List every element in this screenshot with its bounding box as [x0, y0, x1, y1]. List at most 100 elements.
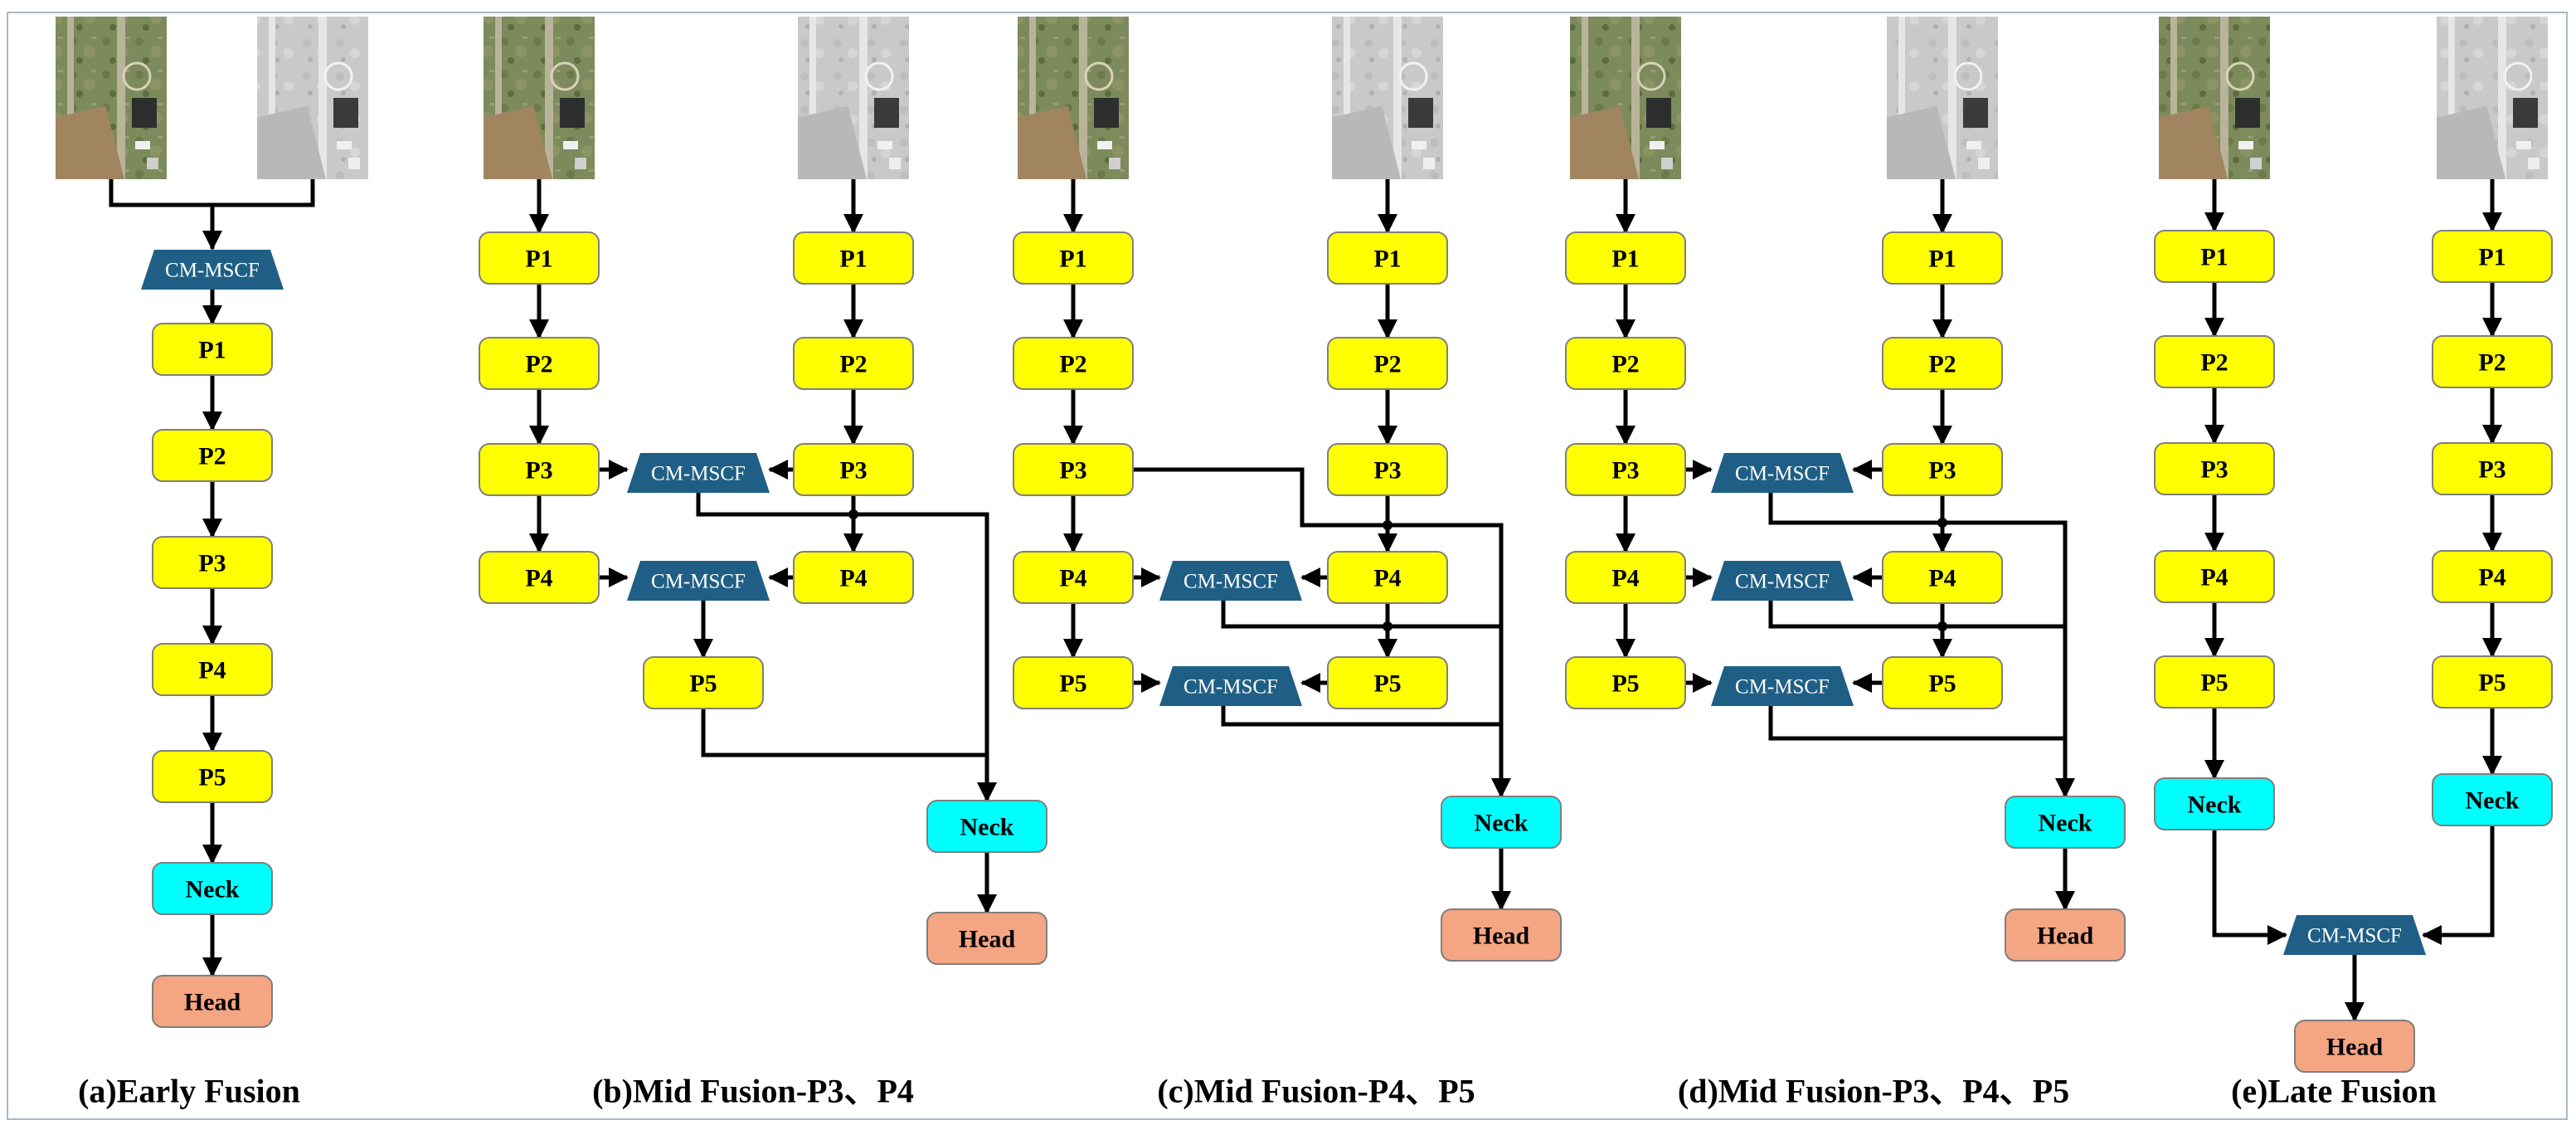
caption-d: (d)Mid Fusion-P3、P4、P5 — [1678, 1073, 2069, 1110]
a-p5-block — [152, 750, 273, 803]
b-p5-block — [643, 656, 764, 709]
d-rgb-p1-block — [1565, 231, 1686, 285]
d-rgb-p3-block-label: P3 — [1611, 457, 1639, 485]
e-ir-p2-block — [2432, 335, 2553, 388]
c-ir-p3-block — [1327, 443, 1448, 496]
b-fusion-p3-label: CM-MSCF — [651, 463, 746, 485]
e-fusion-module-label: CM-MSCF — [2307, 925, 2402, 947]
e-ir-image — [2437, 17, 2548, 179]
c-ir-p4-block-label: P4 — [1373, 565, 1401, 592]
e-ir-p4-block-label: P4 — [2478, 564, 2506, 592]
e-rgb-p1-block-label: P1 — [2200, 244, 2228, 271]
c-fusion-p5-label: CM-MSCF — [1184, 676, 1278, 699]
d-neck-block-label: Neck — [2039, 810, 2092, 837]
e-ir-p3-block-label: P3 — [2478, 456, 2506, 484]
d-fusion-p5-label: CM-MSCF — [1735, 676, 1830, 699]
b-rgb-image — [484, 17, 595, 179]
d-ir-image — [1887, 17, 1998, 179]
c-fuse-p5-to-neck — [1221, 706, 1501, 727]
line-junction — [1937, 621, 1947, 631]
c-ir-p3-block-label: P3 — [1373, 457, 1401, 485]
a-p4-block — [152, 643, 273, 696]
e-ir-neck-block-label: Neck — [2466, 787, 2520, 815]
a-p4-block-label: P4 — [198, 657, 226, 684]
e-rgb-neck-block — [2154, 777, 2275, 830]
d-ir-p3-block — [1882, 443, 2003, 496]
d-fuse-p5-to-neck — [1768, 706, 2065, 741]
c-neck-block — [1441, 796, 1562, 849]
b-head-block-label: Head — [959, 926, 1016, 953]
c-rgb-p1-block — [1013, 231, 1134, 285]
d-fusion-p5 — [1711, 666, 1854, 706]
e-ir-p4-block — [2432, 550, 2553, 603]
d-ir-p2-block-label: P2 — [1928, 351, 1956, 378]
b-p5-block-label: P5 — [689, 670, 717, 698]
caption-b: (b)Mid Fusion-P3、P4 — [592, 1073, 914, 1110]
a-p1-block-label: P1 — [198, 337, 226, 364]
d-rgb-p2-block — [1565, 337, 1686, 390]
d-fusion-p3 — [1711, 453, 1854, 493]
e-rgb-p5-block-label: P5 — [2200, 670, 2228, 697]
d-rgb-p4-block — [1565, 551, 1686, 604]
a-ir-image — [257, 17, 368, 179]
e-head-block-label: Head — [2326, 1034, 2384, 1061]
c-ir-p4-block — [1327, 551, 1448, 604]
a-head-block-label: Head — [184, 989, 241, 1016]
caption-a: (a)Early Fusion — [78, 1073, 300, 1110]
b-fusion-p4-label: CM-MSCF — [651, 571, 746, 593]
b-head-block — [926, 912, 1047, 965]
e-ir-p5-block — [2432, 655, 2553, 709]
d-rgb-p3-block — [1565, 443, 1686, 496]
c-rgb-p5-block-label: P5 — [1059, 670, 1086, 698]
d-fuse-p4-to-neck — [1768, 601, 2065, 629]
d-rgb-p5-block-label: P5 — [1611, 670, 1639, 698]
a-p2-block — [152, 429, 273, 482]
c-rgb-p2-block — [1013, 337, 1134, 390]
d-ir-p4-block-label: P4 — [1928, 565, 1956, 592]
c-ir-p1-block — [1327, 231, 1448, 285]
c-fusion-p5 — [1159, 666, 1302, 706]
a-p3-block-label: P3 — [198, 550, 226, 577]
e-rgb-neck-block-label: Neck — [2188, 791, 2242, 819]
d-neck-block — [2005, 796, 2126, 849]
b-ir-p2-block — [793, 337, 914, 390]
b-ir-p1-block — [793, 231, 914, 285]
a-neck-block-label: Neck — [186, 876, 240, 903]
d-rgb-p4-block-label: P4 — [1611, 565, 1639, 592]
d-ir-p4-block — [1882, 551, 2003, 604]
a-p2-block-label: P2 — [198, 443, 226, 470]
d-rgb-p5-block — [1565, 656, 1686, 709]
c-rgb-p4-block-label: P4 — [1059, 565, 1086, 592]
c-rgb-image — [1018, 17, 1129, 179]
a-fusion-module-label: CM-MSCF — [165, 260, 260, 282]
d-rgb-p2-block-label: P2 — [1611, 351, 1639, 378]
d-rgb-p1-block-label: P1 — [1611, 246, 1639, 273]
b-ir-p4-block — [793, 551, 914, 604]
d-fuse-p3-to-neck — [1768, 493, 2068, 792]
d-fusion-p4 — [1711, 561, 1854, 601]
line-junction — [1937, 518, 1947, 528]
c-rgb-p3-block-label: P3 — [1059, 457, 1086, 485]
d-head-block — [2005, 908, 2126, 962]
d-ir-p3-block-label: P3 — [1928, 457, 1956, 485]
a-p1-block — [152, 323, 273, 376]
d-ir-p1-block — [1882, 231, 2003, 285]
b-rgb-p3-block — [479, 443, 600, 496]
c-rgb-p2-block-label: P2 — [1059, 351, 1086, 378]
e-rgb-p2-block-label: P2 — [2200, 349, 2228, 377]
b-ir-p3-block-label: P3 — [839, 457, 867, 485]
e-arrow-ir-neck-fuse — [2422, 825, 2495, 945]
e-ir-p3-block — [2432, 442, 2553, 495]
a-input-merge-line — [109, 179, 315, 207]
b-rgb-p1-block — [479, 231, 600, 285]
b-fusion-p3 — [627, 453, 770, 493]
c-ir-p1-block-label: P1 — [1373, 246, 1401, 273]
e-rgb-p1-block — [2154, 230, 2275, 283]
b-rgb-p4-block — [479, 551, 600, 604]
a-fusion-module — [141, 250, 284, 290]
b-ir-p2-block-label: P2 — [839, 351, 867, 378]
c-ir-image — [1332, 17, 1443, 179]
e-arrow-rgb-neck-fuse — [2212, 830, 2287, 945]
c-fusion-p4-label: CM-MSCF — [1184, 571, 1278, 593]
